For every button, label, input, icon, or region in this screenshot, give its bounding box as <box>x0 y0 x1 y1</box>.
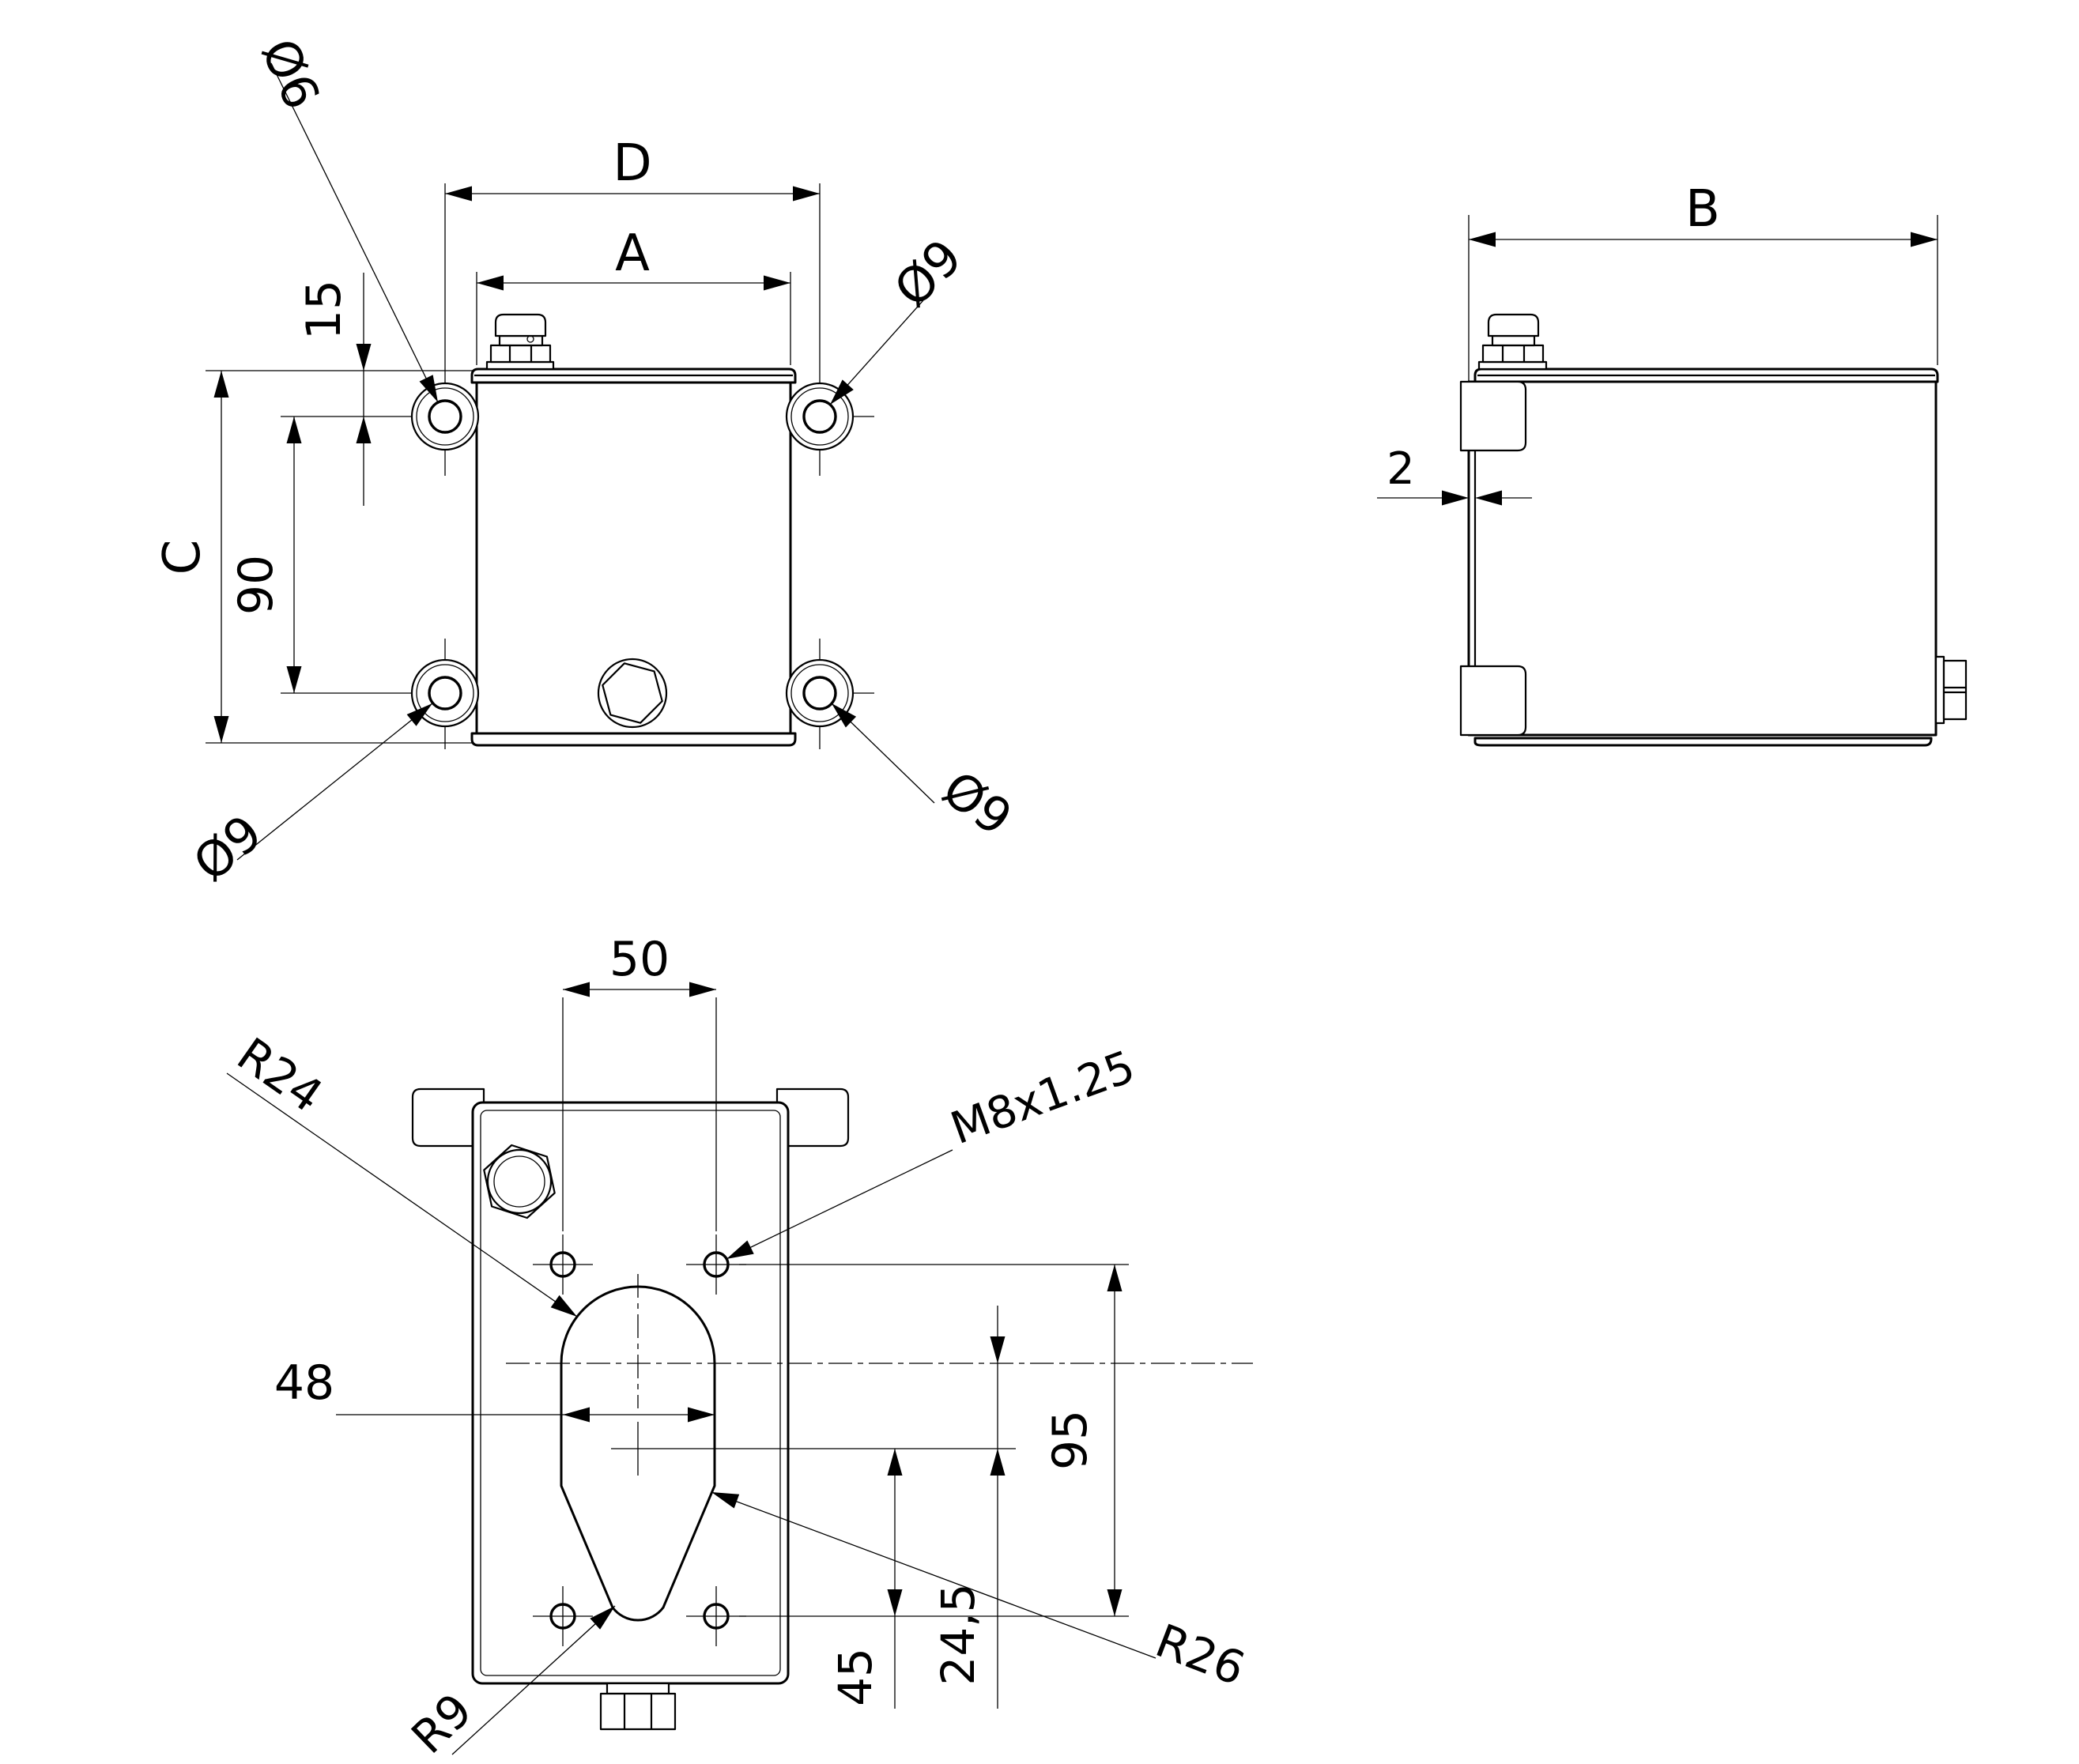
gland-washer <box>1477 360 1548 371</box>
leader-line <box>451 1605 616 1755</box>
arrowhead <box>1442 490 1469 506</box>
dim-label-C: C <box>153 540 212 575</box>
m8-hole <box>686 1586 746 1646</box>
dim-label-90: 90 <box>228 555 284 615</box>
dim-label-2: 2 <box>1387 443 1415 495</box>
arrowhead <box>887 1449 903 1476</box>
mounting-ear-top-left <box>410 382 480 451</box>
gland-nut <box>1481 344 1545 364</box>
flange-ear-right <box>775 1087 850 1148</box>
arrowhead <box>887 1589 903 1616</box>
arrowhead <box>793 186 820 202</box>
hex-gland-bottom <box>483 1144 556 1219</box>
gland-neck <box>1491 334 1536 347</box>
flange-tab-top <box>1459 380 1527 452</box>
flange-ear-left <box>411 1087 485 1148</box>
gland-washer <box>485 360 555 371</box>
enclosure-base-strip <box>470 732 797 747</box>
leader-line <box>726 1149 953 1260</box>
gland-base <box>1934 655 1945 725</box>
bottom-view: 50 48 95 45 24,5 R24 M8x1.25 R26 <box>226 932 1253 1764</box>
arrowhead <box>1107 1265 1123 1291</box>
arrowhead <box>213 716 229 743</box>
leader-line <box>236 703 433 861</box>
dim-label-50: 50 <box>609 932 670 987</box>
dim-label-A: A <box>615 224 650 283</box>
mounting-ear-bottom-left <box>410 658 480 728</box>
front-view: D A C 90 15 Ø6 Ø9 Ø9 Ø9 <box>153 30 1022 892</box>
gland-detail-dot <box>526 335 534 343</box>
dim-label-24-5: 24,5 <box>931 1583 985 1685</box>
gland-nut <box>1942 659 1968 721</box>
dim-label-45: 45 <box>828 1648 882 1706</box>
arrowhead <box>990 1449 1006 1476</box>
bottom-gland-nut <box>599 1682 677 1731</box>
arrowhead <box>764 275 790 291</box>
arrowhead <box>286 416 302 443</box>
gland-nut-facet <box>1501 345 1526 362</box>
cable-gland-top-side <box>1477 313 1548 371</box>
keyhole-slot <box>560 1285 716 1622</box>
arrowhead <box>286 666 302 693</box>
base-plate-inner-edge <box>480 1110 781 1676</box>
m8-hole <box>686 1234 746 1295</box>
front-gland-hole <box>597 658 668 729</box>
leader-line <box>711 1491 1156 1659</box>
arrowhead <box>356 416 372 443</box>
gland-nut-facet <box>508 345 533 362</box>
arrowhead <box>477 275 504 291</box>
arrowhead <box>1107 1589 1123 1616</box>
gland-nut <box>489 344 552 364</box>
dim-label-B: B <box>1685 180 1720 239</box>
m8-hole <box>533 1586 593 1646</box>
callout-R9: R9 <box>401 1683 482 1764</box>
gland-nut-facet <box>1944 686 1966 694</box>
callout-dia9-bottom-right: Ø9 <box>932 760 1022 847</box>
dim-label-15: 15 <box>296 280 352 340</box>
cable-gland-top <box>485 313 555 371</box>
dim-label-48: 48 <box>274 1355 334 1411</box>
extension-line <box>562 997 717 1231</box>
gland-cap <box>494 313 547 337</box>
arrowhead <box>1469 232 1496 247</box>
flange-tab-bottom <box>1459 665 1527 737</box>
arrowhead <box>445 186 472 202</box>
gland-neck <box>498 334 544 347</box>
callout-dia9-top-right: Ø9 <box>883 228 973 318</box>
callout-dia6: Ø6 <box>250 30 331 117</box>
side-gland-right <box>1934 655 1968 725</box>
enclosure-side-body <box>1467 380 1938 737</box>
callout-R26: R26 <box>1149 1614 1252 1696</box>
leader-line <box>226 1072 578 1317</box>
arrowhead <box>990 1336 1006 1363</box>
dim-label-D: D <box>613 134 651 193</box>
arrowhead <box>213 371 229 398</box>
arrowhead <box>689 982 716 997</box>
leader-line <box>270 62 439 403</box>
side-base-strip <box>1473 737 1933 747</box>
arrowhead <box>356 344 372 371</box>
dim-label-95: 95 <box>1043 1410 1098 1470</box>
m8-hole <box>533 1234 593 1295</box>
callout-M8: M8x1.25 <box>945 1041 1141 1155</box>
arrowhead <box>1911 232 1938 247</box>
center-cross <box>611 1422 1016 1476</box>
gland-cap <box>1487 313 1540 337</box>
arrowhead <box>563 982 590 997</box>
side-view: B 2 <box>1377 180 1968 747</box>
callout-R24: R24 <box>228 1027 332 1123</box>
callout-dia9-bottom-left: Ø9 <box>183 804 274 893</box>
